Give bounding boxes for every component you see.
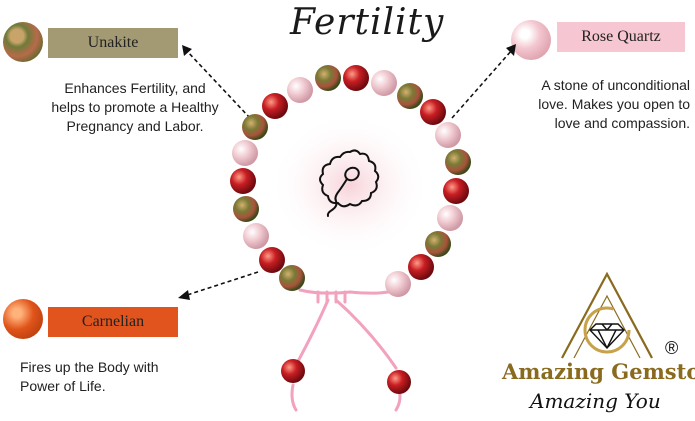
bead [262,93,288,119]
diamond-icon [589,323,625,350]
cord-left-end [290,383,298,412]
brand-tagline: Amazing You [530,389,661,413]
arrow-carnelian [183,271,259,297]
bead [437,205,463,231]
bead [232,140,258,166]
registered-icon: ® [665,338,679,358]
rose-quartz-name: Rose Quartz [581,28,661,45]
page-title: Fertility [290,2,445,43]
bead [397,83,423,109]
rose-quartz-description: A stone of unconditional love. Makes you… [520,76,690,133]
rose-quartz-desc-line: love and compassion. [554,115,690,131]
bead [243,223,269,249]
bead [279,265,305,291]
bead [315,65,341,91]
carnelian-description: Fires up the Body with Power of Life. [20,358,190,396]
bead [259,247,285,273]
center-glow [270,113,430,257]
bead [408,254,434,280]
cord-bead-right [387,370,411,394]
carnelian-name: Carnelian [81,313,145,330]
unakite-name: Unakite [87,34,139,51]
unakite-desc-line: helps to promote a Healthy [51,99,219,115]
arrow-rose-quartz [451,49,513,119]
bracelet-cord [298,288,400,295]
cord-right-tail [334,298,398,370]
bead-ring [230,65,471,297]
brand-logo-mark [561,272,653,359]
cord-bead-left [281,359,305,383]
bead [287,77,313,103]
unakite-desc-line: Pregnancy and Labor. [66,118,204,134]
brand-name: Amazing Gemstone [502,359,695,384]
rose-quartz-label: Rose Quartz [557,22,685,52]
bead [242,114,268,140]
bead [445,149,471,175]
bead [385,271,411,297]
arrow-unakite [185,49,251,119]
carnelian-desc-line: Power of Life. [20,378,106,394]
bead [233,196,259,222]
bead [230,168,256,194]
sperm-egg-icon [319,149,380,217]
rose-quartz-stone-icon [511,20,551,60]
bead [443,178,469,204]
bead [435,122,461,148]
unakite-desc-line: Enhances Fertility, and [64,80,206,96]
unakite-stone-icon [3,22,43,62]
carnelian-label: Carnelian [48,307,178,337]
bead [425,231,451,257]
bead [343,65,369,91]
rose-quartz-desc-line: A stone of unconditional [541,77,690,93]
carnelian-desc-line: Fires up the Body with [20,359,159,375]
bead [420,99,446,125]
carnelian-stone-icon [3,299,43,339]
rose-quartz-desc-line: love. Makes you open to [538,96,690,112]
unakite-label: Unakite [48,28,178,58]
bead [371,70,397,96]
slide-knot [316,290,347,304]
unakite-description: Enhances Fertility, and helps to promote… [20,79,250,136]
cord-left-tail [294,298,330,367]
